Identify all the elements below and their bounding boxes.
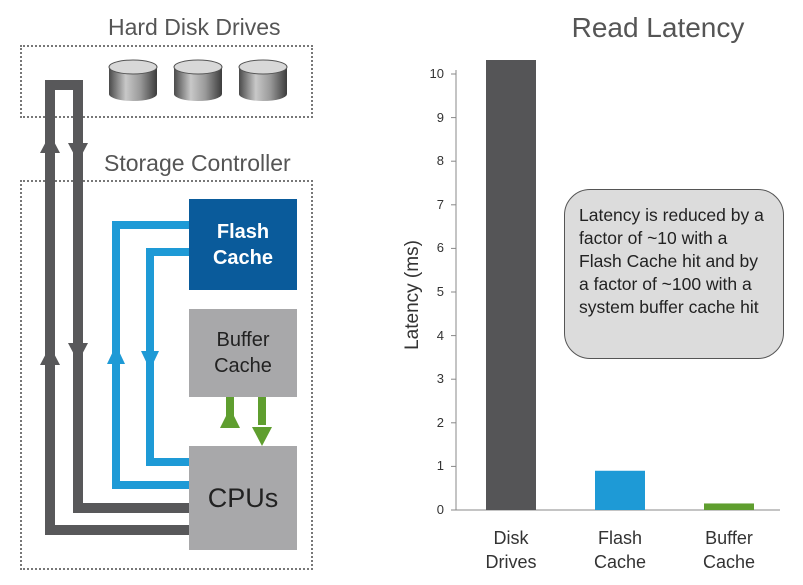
arrow-down-icon bbox=[252, 427, 272, 446]
y-tick-label: 4 bbox=[436, 327, 444, 343]
hdd-enclosure bbox=[20, 45, 313, 118]
y-tick-label: 10 bbox=[429, 66, 444, 81]
arrow-up-icon bbox=[107, 345, 125, 364]
y-tick-label: 7 bbox=[436, 196, 444, 212]
arrow-down-icon bbox=[68, 143, 88, 162]
y-tick-label: 6 bbox=[436, 240, 444, 256]
chart-title: Read Latency bbox=[571, 12, 745, 43]
bar-1 bbox=[595, 470, 645, 510]
arrow-up-icon bbox=[40, 346, 60, 365]
y-tick-label: 5 bbox=[436, 284, 444, 299]
cpu-block: CPUs bbox=[189, 446, 297, 550]
data-path-arrows bbox=[40, 80, 272, 535]
y-tick-label: 0 bbox=[436, 502, 444, 517]
bar-2 bbox=[704, 503, 754, 510]
flash-cache-block: Flash Cache bbox=[189, 199, 297, 290]
disk-drive-icon bbox=[173, 59, 223, 101]
controller-enclosure bbox=[20, 180, 313, 570]
controller-section-label: Storage Controller bbox=[104, 150, 291, 176]
y-tick-label: 2 bbox=[436, 414, 444, 430]
disk-drive-icon bbox=[238, 59, 288, 101]
arrow-down-icon bbox=[141, 351, 159, 370]
hdd-section-label: Hard Disk Drives bbox=[108, 14, 281, 40]
latency-annotation: Latency is reduced by a factor of ~10 wi… bbox=[564, 189, 784, 359]
bar-0 bbox=[486, 60, 536, 510]
y-tick-label: 1 bbox=[436, 458, 444, 474]
arrow-up-icon bbox=[220, 408, 240, 428]
latency-bar-chart bbox=[451, 60, 780, 511]
x-category-label: Disk Drives bbox=[485, 528, 537, 572]
y-tick-label: 3 bbox=[436, 371, 444, 387]
disk-drive-icon bbox=[108, 59, 158, 101]
arrow-down-icon bbox=[68, 343, 88, 362]
buffer-cache-block: Buffer Cache bbox=[189, 309, 297, 397]
x-category-label: Buffer Cache bbox=[702, 528, 756, 572]
x-category-label: Flash Cache bbox=[593, 528, 647, 572]
y-tick-label: 9 bbox=[436, 109, 444, 125]
arrow-up-icon bbox=[40, 134, 60, 153]
y-tick-label: 8 bbox=[436, 153, 444, 169]
disk-read-path bbox=[45, 80, 190, 535]
